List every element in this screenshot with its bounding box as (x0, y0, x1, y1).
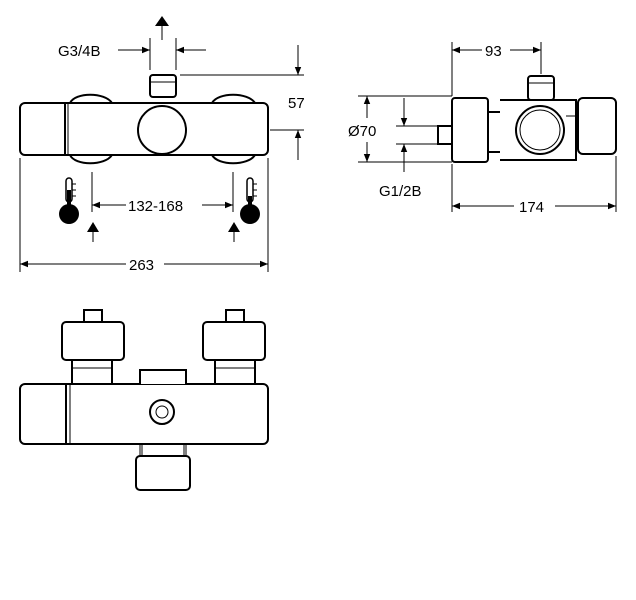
dim-overall-depth: 174 (451, 156, 617, 216)
left-knob-top (69, 93, 113, 104)
warm-thermometer-icon (240, 177, 260, 224)
side-knob (577, 97, 617, 155)
dim-height-57: 57 (180, 45, 305, 160)
right-knob-bottom (211, 154, 256, 165)
label-inlet-spacing: 132-168 (128, 198, 183, 215)
central-cartridge (137, 105, 187, 155)
top-connector-left (71, 359, 113, 385)
dim-outlet-thread: G3/4B (58, 16, 206, 70)
inlet-nipple (437, 125, 453, 145)
side-cartridge (515, 105, 565, 155)
label-diameter: Ø70 (348, 123, 376, 140)
top-center-block (139, 369, 187, 384)
top-outlet (135, 455, 191, 491)
label-height-outlet: 57 (288, 95, 305, 112)
cold-inlet-arrow-icon (87, 222, 99, 232)
top-connector-right (214, 359, 256, 385)
label-inlet-thread: G1/2B (379, 183, 422, 200)
side-outlet (527, 75, 555, 101)
side-view (437, 75, 617, 163)
top-center-fitting (149, 399, 175, 425)
top-knob-right (202, 321, 266, 361)
top-body (19, 383, 269, 445)
left-knob-bottom (69, 154, 113, 165)
warm-inlet-arrow-icon (228, 222, 240, 232)
label-body-depth: 93 (485, 43, 502, 60)
front-view (19, 74, 269, 165)
label-overall-width: 263 (129, 257, 154, 274)
right-knob-top (211, 93, 256, 104)
wall-flange (451, 97, 489, 163)
dim-inlet-spacing: 132-168 (87, 172, 240, 242)
cold-thermometer-icon (59, 177, 79, 224)
top-knob-left (61, 321, 125, 361)
dim-body-depth: 93 (451, 42, 542, 96)
arrow-up-icon (155, 16, 169, 26)
label-overall-depth: 174 (519, 199, 544, 216)
dim-overall-width: 263 (19, 158, 269, 274)
top-view (19, 309, 269, 491)
label-outlet-thread: G3/4B (58, 43, 101, 60)
dim-diameter: Ø70 (348, 95, 452, 163)
outlet-stub (149, 74, 177, 98)
dim-inlet-thread: G1/2B (379, 98, 438, 200)
